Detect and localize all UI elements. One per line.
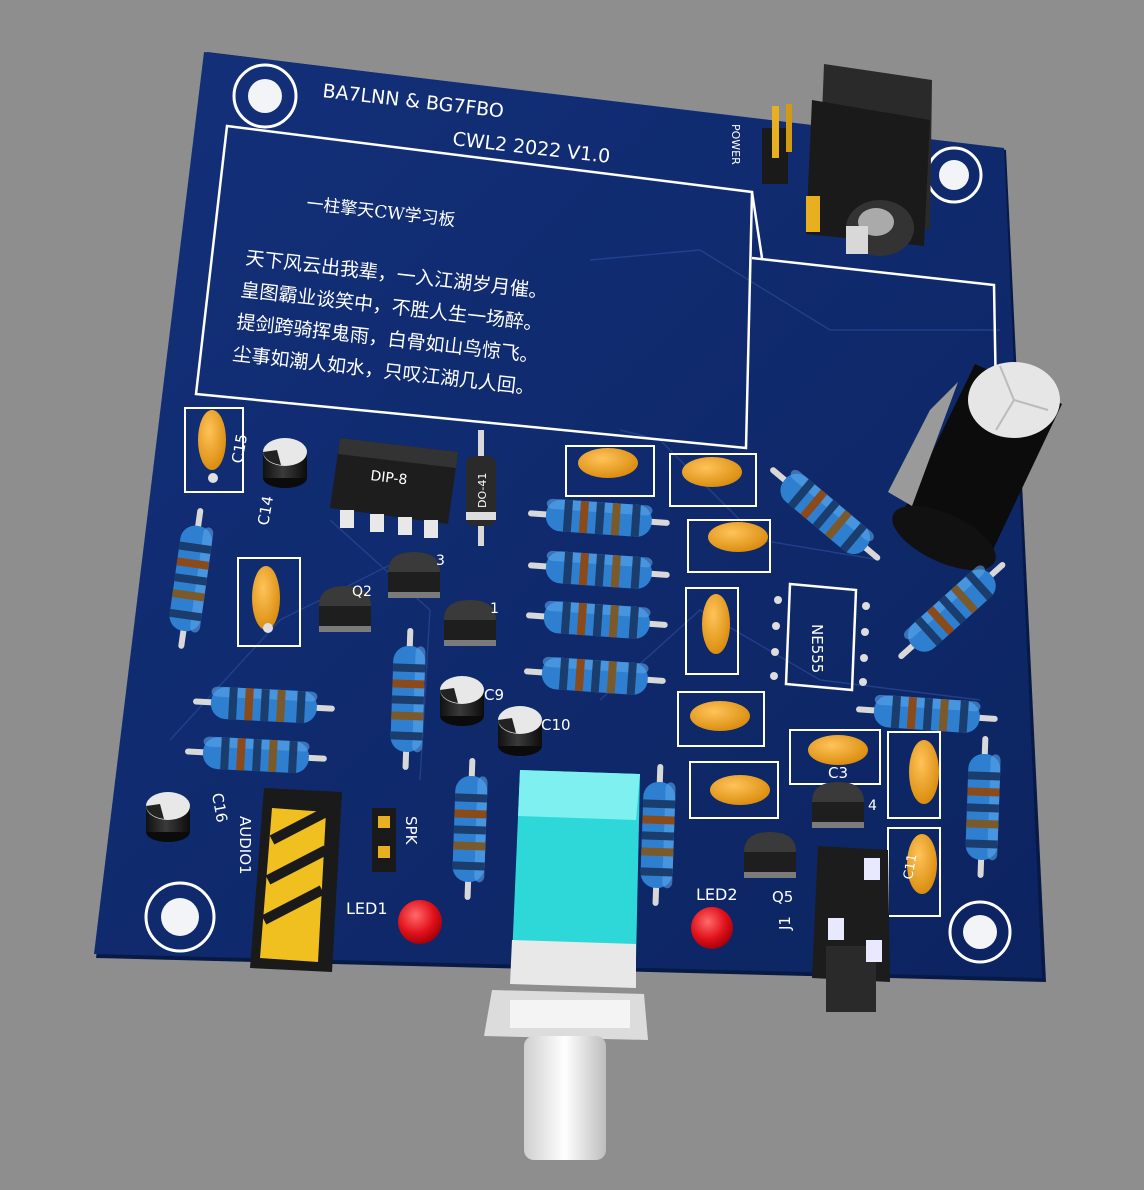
mounting-hole [144, 63, 1012, 964]
ic-dip8 [330, 438, 458, 538]
label-q4: 4 [868, 798, 877, 814]
capacitor-upper-3 [687, 519, 771, 573]
capacitor-upper-1 [565, 445, 655, 497]
speaker-jumper [372, 808, 396, 872]
large-electrolytic-capacitor [888, 362, 1062, 571]
capacitor-c16 [146, 792, 190, 842]
transistor-q5 [744, 832, 796, 878]
label-q2: Q2 [352, 584, 372, 600]
label-q3: 3 [436, 553, 445, 569]
label-power: POWER [729, 124, 742, 165]
diode-do41 [466, 430, 496, 546]
label-c9: C9 [484, 686, 504, 704]
capacitor-c12 [237, 557, 301, 647]
capacitor-right-vertical [887, 731, 941, 819]
led1 [398, 900, 442, 944]
label-dip8: DIP-8 [370, 468, 409, 488]
capacitor-lower-1 [677, 691, 765, 747]
label-c11: C11 [901, 853, 920, 881]
capacitor-c14 [263, 438, 307, 488]
capacitor-c15 [184, 407, 244, 493]
label-ne555: NE555 [808, 624, 826, 673]
potentiometer [484, 770, 648, 1160]
transistor-q3 [388, 552, 440, 598]
label-do41: DO-41 [476, 473, 489, 508]
label-led2: LED2 [696, 885, 738, 904]
label-j1: J1 [776, 916, 794, 931]
transistor-q1 [444, 600, 496, 646]
power-jumper [762, 104, 792, 184]
audio-header-audio1 [250, 788, 342, 972]
label-c14: C14 [254, 494, 277, 526]
label-q1: 1 [490, 601, 499, 617]
label-c15: C15 [228, 432, 251, 464]
dc-power-jack [806, 64, 932, 256]
capacitor-upper-2 [669, 453, 757, 507]
led2 [691, 907, 733, 949]
capacitor-c10 [498, 706, 542, 756]
label-c3: C3 [828, 764, 848, 782]
label-q5: Q5 [772, 888, 793, 906]
label-audio1: AUDIO1 [236, 816, 254, 875]
label-spk: SPK [402, 816, 420, 846]
label-c16: C16 [208, 792, 231, 824]
label-c10: C10 [541, 716, 571, 734]
ic-ne555-socket [770, 582, 870, 692]
label-led1: LED1 [346, 899, 388, 918]
capacitor-mid-vertical [685, 587, 739, 675]
capacitor-c9 [440, 676, 484, 726]
capacitor-lower-2 [689, 761, 779, 819]
transistor-q4 [812, 782, 864, 828]
jack-j1 [812, 846, 890, 1012]
